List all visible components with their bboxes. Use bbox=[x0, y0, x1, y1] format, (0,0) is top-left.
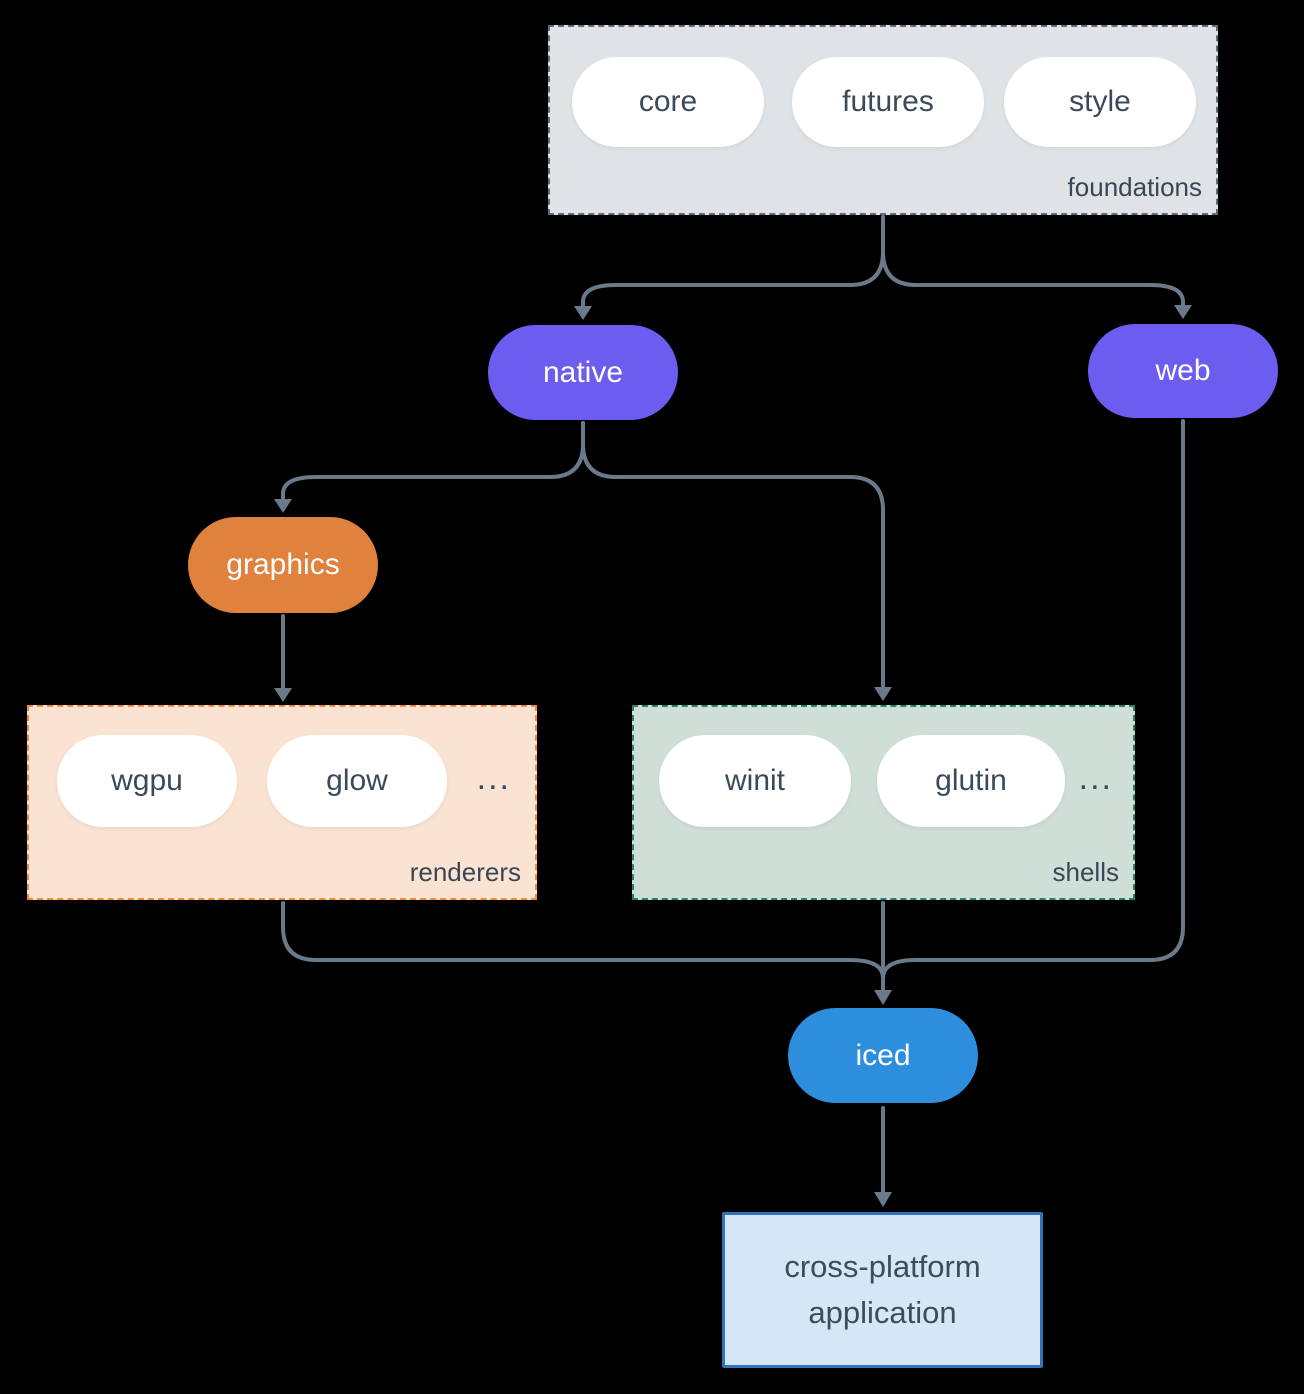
node-winit: winit bbox=[659, 735, 851, 827]
node-graphics: graphics bbox=[188, 517, 378, 613]
group-renderers: wgpu glow ... renderers bbox=[27, 705, 537, 900]
node-native: native bbox=[488, 325, 678, 420]
node-cross-platform-application: cross-platform application bbox=[722, 1212, 1043, 1368]
node-core: core bbox=[572, 57, 764, 147]
edge-renderers-merge bbox=[281, 901, 885, 980]
group-label-shells: shells bbox=[1052, 857, 1119, 887]
node-glutin: glutin bbox=[877, 735, 1065, 827]
group-foundations: core futures style foundations bbox=[548, 25, 1218, 215]
renderers-ellipsis: ... bbox=[476, 759, 511, 797]
node-futures: futures bbox=[792, 57, 984, 147]
application-label-line1: cross-platform bbox=[784, 1248, 981, 1284]
group-label-foundations: foundations bbox=[1067, 172, 1202, 202]
node-glow: glow bbox=[267, 735, 447, 827]
group-shells: winit glutin ... shells bbox=[632, 705, 1135, 900]
node-web: web bbox=[1088, 324, 1278, 418]
arrowhead-iced bbox=[874, 990, 892, 1005]
edge-foundations-native bbox=[581, 215, 885, 309]
arrowhead-shells bbox=[874, 687, 892, 701]
node-iced: iced bbox=[788, 1008, 978, 1103]
edge-foundations-web bbox=[881, 215, 1185, 308]
node-wgpu: wgpu bbox=[57, 735, 237, 827]
node-style: style bbox=[1004, 57, 1196, 147]
arrowhead-renderers bbox=[274, 688, 292, 702]
arrowhead-native bbox=[574, 306, 592, 320]
arrowhead-web bbox=[1174, 305, 1192, 319]
group-label-renderers: renderers bbox=[409, 857, 521, 887]
edge-web-merge bbox=[881, 419, 1185, 980]
edge-native-shells bbox=[581, 421, 885, 689]
edge-native-graphics bbox=[281, 421, 585, 502]
arrowhead-graphics bbox=[274, 499, 292, 513]
application-label-line2: application bbox=[808, 1295, 957, 1330]
arrowhead-application bbox=[874, 1192, 892, 1207]
shells-ellipsis: ... bbox=[1078, 759, 1113, 797]
